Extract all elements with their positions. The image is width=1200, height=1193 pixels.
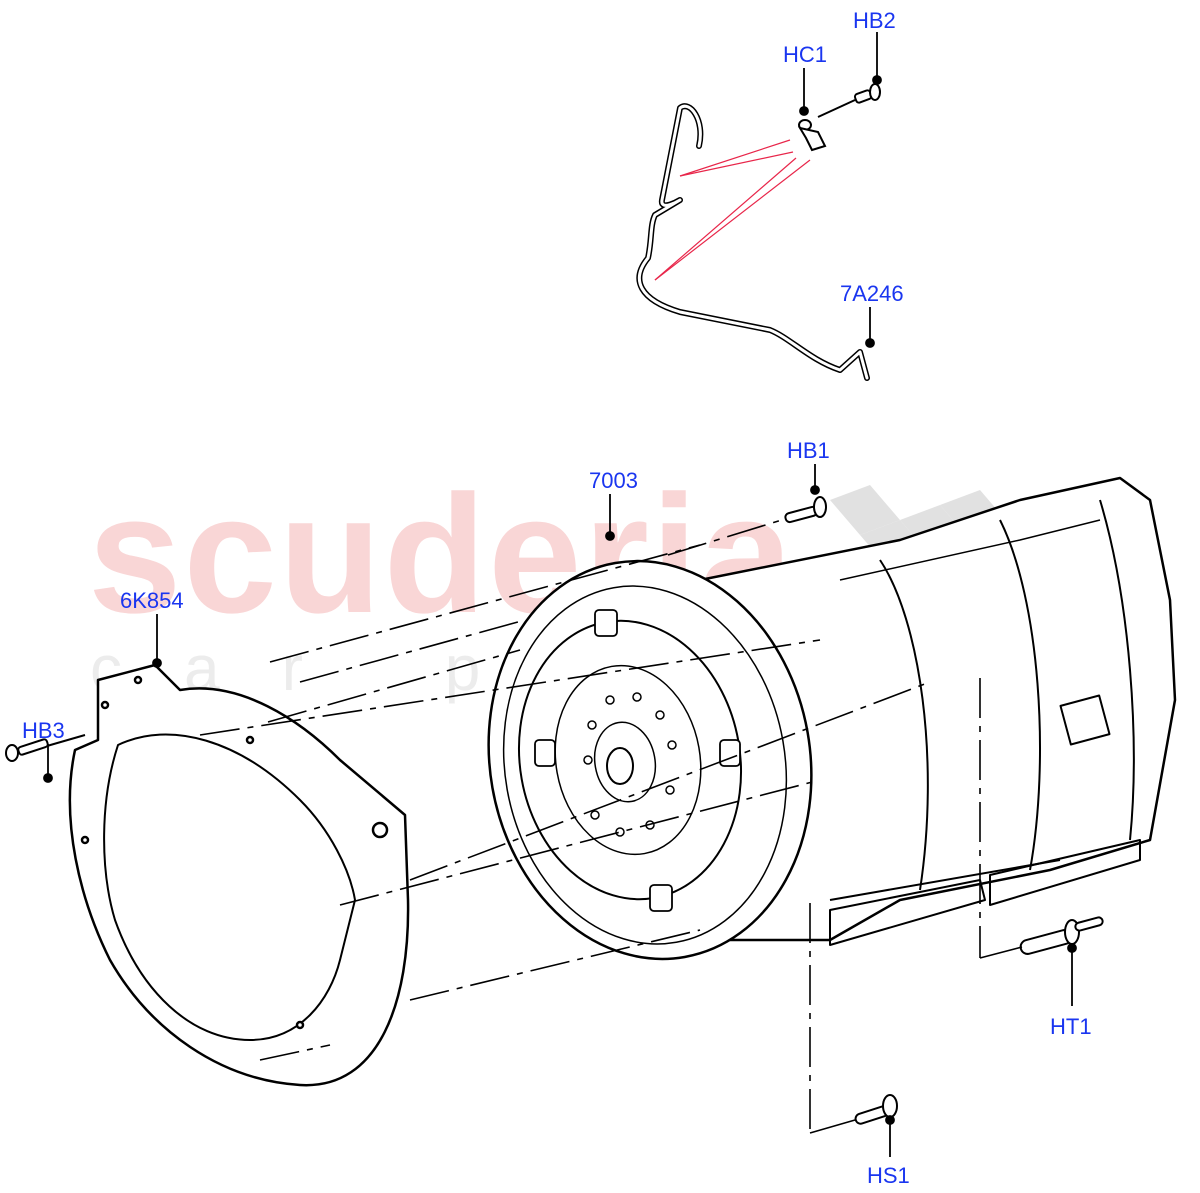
callout-HB2: HB2 (853, 8, 896, 33)
callout-HS1: HS1 (867, 1163, 910, 1188)
breather-tube-7A246 (636, 103, 870, 381)
callout-leaders (43, 32, 1077, 1157)
callout-HB3: HB3 (22, 718, 65, 743)
callout-HC1: HC1 (783, 42, 828, 67)
callout-HB1: HB1 (787, 438, 830, 463)
callout-HT1: HT1 (1050, 1014, 1092, 1039)
stud-HT1 (1019, 916, 1104, 955)
bolt-HB2 (817, 83, 881, 118)
bolt-HS1 (854, 1094, 898, 1125)
transmission-assembly-7003 (487, 476, 1177, 961)
clip-position-leaders (654, 139, 811, 281)
bolt-HB1 (784, 496, 827, 524)
assembly-guide-lines (199, 518, 1023, 1134)
callout-7003: 7003 (589, 468, 638, 493)
callout-6K854: 6K854 (120, 588, 184, 613)
clip-HC1 (797, 119, 827, 152)
callout-7A246: 7A246 (840, 281, 904, 306)
converter-housing-6K854 (68, 663, 410, 1087)
